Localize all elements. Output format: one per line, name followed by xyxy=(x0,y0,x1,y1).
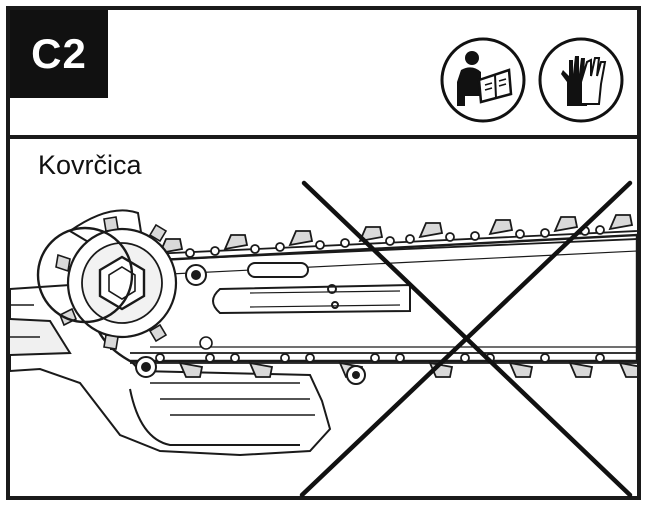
gloves-icon xyxy=(538,37,624,123)
highlight-circle xyxy=(36,226,134,324)
panel-header: C2 xyxy=(10,10,637,139)
guide-bar xyxy=(90,233,637,363)
safety-icons xyxy=(439,36,625,124)
step-code: C2 xyxy=(31,30,87,77)
saw-chain-bottom xyxy=(130,352,637,378)
step-code-badge: C2 xyxy=(10,10,108,98)
part-label: Kovrčica xyxy=(38,150,142,180)
instruction-panel: C2 Kovrčica xyxy=(6,6,641,500)
cross-out-mark xyxy=(299,180,633,498)
chain-bar-drawing xyxy=(10,180,637,498)
read-manual-icon xyxy=(440,37,526,123)
